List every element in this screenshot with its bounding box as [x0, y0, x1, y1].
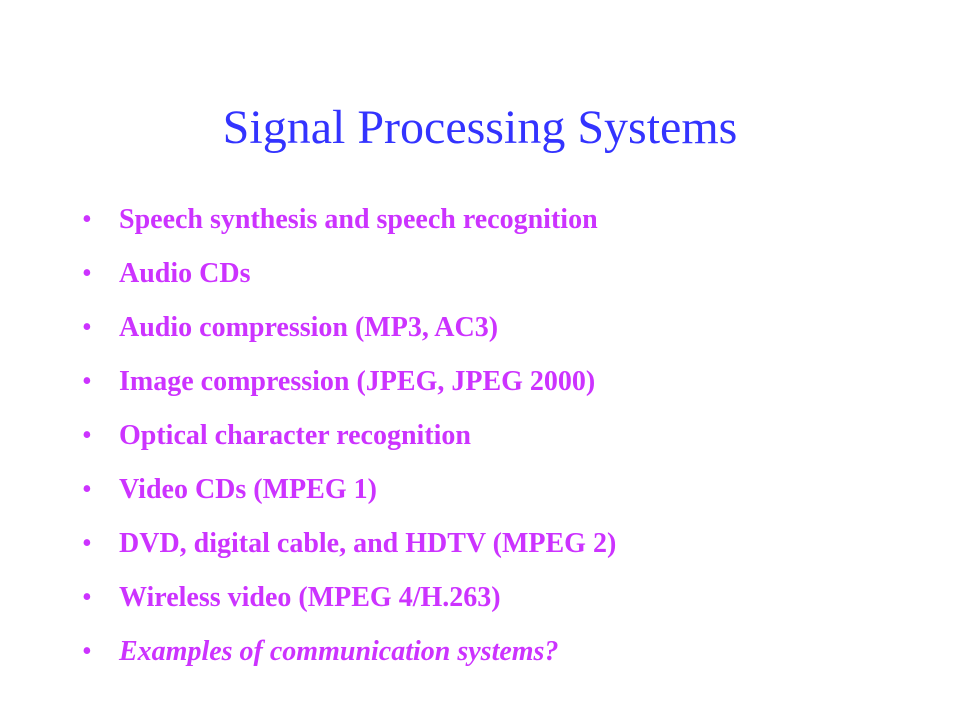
- bullet-item: • Examples of communication systems?: [82, 625, 616, 679]
- slide-title: Signal Processing Systems: [222, 101, 738, 154]
- bullet-text: Video CDs (MPEG 1): [119, 474, 377, 505]
- bullet-item: • Audio compression (MP3, AC3): [82, 301, 616, 355]
- bullet-text: Wireless video (MPEG 4/H.263): [119, 582, 501, 613]
- bullet-icon: •: [82, 528, 92, 559]
- bullet-item: • Image compression (JPEG, JPEG 2000): [82, 355, 616, 409]
- bullet-text: Optical character recognition: [119, 420, 471, 451]
- bullet-icon: •: [82, 366, 92, 397]
- bullet-text: Audio compression (MP3, AC3): [119, 312, 499, 343]
- bullet-text: DVD, digital cable, and HDTV (MPEG 2): [119, 528, 617, 559]
- bullet-text: Speech synthesis and speech recognition: [119, 204, 598, 235]
- bullet-text: Audio CDs: [119, 258, 251, 289]
- bullet-text: Examples of communication systems?: [119, 636, 559, 667]
- bullet-item: • Wireless video (MPEG 4/H.263): [82, 571, 616, 625]
- bullet-icon: •: [82, 258, 92, 289]
- bullet-icon: •: [82, 582, 92, 613]
- bullet-item: • Audio CDs: [82, 247, 616, 301]
- bullet-icon: •: [82, 312, 92, 343]
- bullet-icon: •: [82, 420, 92, 451]
- bullet-item: • Speech synthesis and speech recognitio…: [82, 193, 616, 247]
- bullet-item: • Optical character recognition: [82, 409, 616, 463]
- bullet-icon: •: [82, 636, 92, 667]
- bullet-text: Image compression (JPEG, JPEG 2000): [119, 366, 596, 397]
- bullet-icon: •: [82, 204, 92, 235]
- bullet-list: • Speech synthesis and speech recognitio…: [82, 193, 616, 679]
- bullet-icon: •: [82, 474, 92, 505]
- bullet-item: • Video CDs (MPEG 1): [82, 463, 616, 517]
- bullet-item: • DVD, digital cable, and HDTV (MPEG 2): [82, 517, 616, 571]
